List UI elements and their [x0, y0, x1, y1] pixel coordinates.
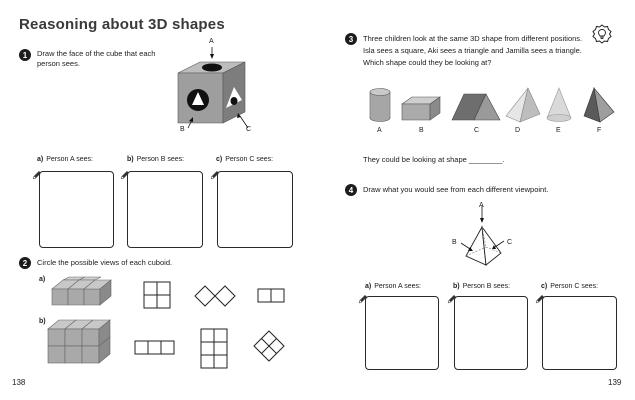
question-1-line-2: person sees. [37, 59, 80, 68]
shape-label-a: A [377, 127, 382, 134]
q4-answer-box-b[interactable] [454, 296, 528, 370]
q4-part-b-label: b)Person B sees: [453, 283, 511, 290]
q1-part-a-label: a)Person A sees: [37, 156, 93, 163]
cuboid-a-view-3[interactable] [257, 288, 287, 304]
question-4-text: Draw what you would see from each differ… [363, 185, 549, 194]
q4-part-c-label: c)Person C sees: [541, 283, 599, 290]
cube-label-b: B [180, 126, 185, 133]
cube-front-triangle [192, 92, 204, 105]
q4-part-a-label: a)Person A sees: [365, 283, 421, 290]
q4-answer-box-a[interactable] [365, 296, 439, 370]
q3-answer-line[interactable]: They could be looking at shape ________. [363, 155, 505, 164]
page-title: Reasoning about 3D shapes [19, 16, 225, 33]
page-number-left: 138 [12, 378, 26, 387]
cuboid-a-view-2[interactable] [194, 285, 238, 307]
question-number-3: 3 [345, 33, 357, 45]
shape-label-c: C [474, 127, 480, 134]
question-1-text: Draw the face of the cube that each pers… [37, 49, 197, 69]
q2-row-b-letter: b) [39, 318, 46, 325]
shape-b-cuboid [401, 96, 441, 121]
cuboid-b-view-1[interactable] [134, 340, 178, 356]
shape-c-prism [451, 93, 501, 121]
question-number-1: 1 [19, 49, 31, 61]
q1-answer-box-a[interactable] [39, 171, 114, 248]
question-number-4: 4 [345, 184, 357, 196]
pyramid-diagram [460, 206, 505, 266]
cube-label-a: A [209, 38, 214, 45]
q4-answer-box-c[interactable] [542, 296, 617, 370]
q1-part-b-label: b)Person B sees: [127, 156, 185, 163]
question-3-text: Three children look at the same 3D shape… [363, 33, 603, 69]
question-3-line-2: Isla sees a square, Aki sees a triangle … [363, 46, 582, 55]
q2-row-a-letter: a) [39, 276, 46, 283]
question-3-line-3: Which shape could they be looking at? [363, 58, 492, 67]
q1-answer-box-b[interactable] [127, 171, 203, 248]
cuboid-b-view-3[interactable] [253, 330, 287, 364]
shape-e-cone [546, 87, 572, 122]
shape-label-b: B [419, 127, 424, 134]
q1-answer-box-c[interactable] [217, 171, 293, 248]
pyramid-label-c: C [507, 239, 513, 246]
pyramid-label-b: B [452, 239, 457, 246]
page-number-right: 139 [608, 378, 622, 387]
question-1-line-1: Draw the face of the cube that each [37, 49, 156, 58]
shape-a-cylinder [369, 88, 391, 122]
cube-top-ellipse [202, 63, 222, 72]
shape-label-e: E [556, 127, 561, 134]
lightbulb-icon [592, 24, 612, 44]
cube-label-c: C [246, 126, 252, 133]
q1-part-c-label: c)Person C sees: [216, 156, 274, 163]
shape-f-tetrahedron [583, 86, 615, 123]
question-2-text: Circle the possible views of each cuboid… [37, 258, 173, 267]
cuboid-a-diagram [51, 276, 112, 306]
shape-label-d: D [515, 127, 521, 134]
shape-label-f: F [597, 127, 602, 134]
question-3-line-1: Three children look at the same 3D shape… [363, 34, 583, 43]
question-number-2: 2 [19, 257, 31, 269]
cube-right-circle [230, 97, 238, 105]
cube-diagram [177, 47, 249, 129]
cuboid-a-view-1[interactable] [143, 281, 173, 311]
cuboid-b-diagram [47, 319, 111, 364]
pyramid-label-a: A [479, 202, 484, 209]
cuboid-b-view-2[interactable] [200, 328, 230, 372]
shape-d-pyramid [505, 87, 541, 123]
